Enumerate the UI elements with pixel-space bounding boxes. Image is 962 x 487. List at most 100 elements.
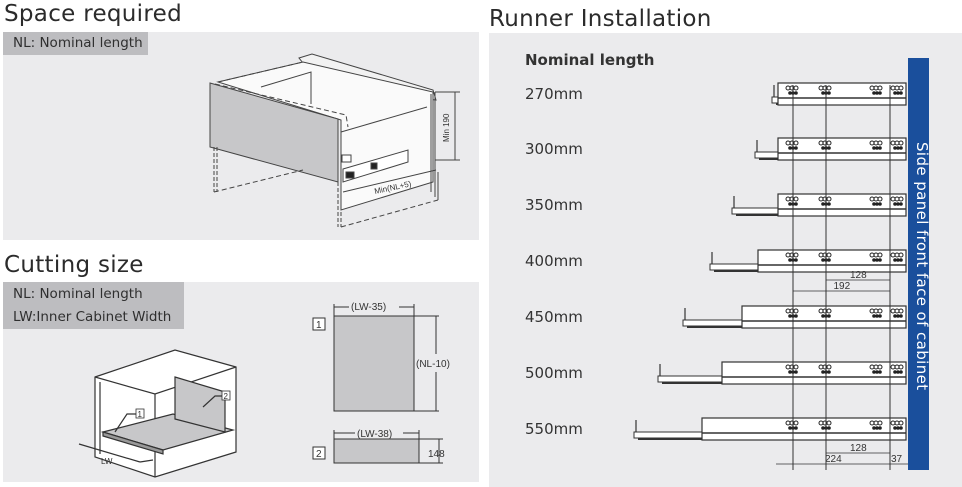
runner-hole xyxy=(873,196,879,202)
runner-extension-shadow xyxy=(776,103,778,105)
runner-hole xyxy=(875,258,879,262)
runner-extension xyxy=(633,431,703,439)
runner-hole xyxy=(893,202,897,206)
side-panel-label: Side panel front face of cabinet xyxy=(913,142,931,391)
runner-hole xyxy=(873,85,879,91)
dim-min-height: Min 190 xyxy=(442,113,451,142)
runner-hole xyxy=(794,426,798,430)
nominal-length-header: Nominal length xyxy=(525,51,655,69)
runner-hole xyxy=(793,252,799,258)
row-label-300mm: 300mm xyxy=(525,140,583,158)
runner-hole xyxy=(785,364,791,370)
runner-hole xyxy=(877,364,883,370)
runner-hole xyxy=(893,146,897,150)
runner-hole xyxy=(898,140,904,146)
runner-hole xyxy=(899,146,903,150)
runner-hole xyxy=(872,146,876,150)
drawer-space-illustration: Min 190 Min(NL+5) xyxy=(209,53,460,228)
runner-hole xyxy=(785,85,791,91)
runner-hole xyxy=(896,426,900,430)
part-marker-2: 2 xyxy=(224,392,229,401)
runner-hole xyxy=(877,420,883,426)
cutting-size-legend: NL: Nominal length LW:Inner Cabinet Widt… xyxy=(3,282,184,329)
runner-hole xyxy=(898,252,904,258)
runner-hole xyxy=(827,426,831,430)
runner-hole xyxy=(788,146,792,150)
runner-hole xyxy=(893,426,897,430)
runner-hole xyxy=(890,308,896,314)
runner-hole xyxy=(878,91,882,95)
legend-inner-cabinet-width: LW:Inner Cabinet Width xyxy=(13,309,172,325)
runner-hole xyxy=(896,370,900,374)
cabinet-cutting-illustration: 1 2 LW 1 (LW-35) (NL-10) 2 (LW-38) 148 xyxy=(78,302,450,478)
runner-hole xyxy=(785,420,791,426)
runner-hole xyxy=(827,370,831,374)
runner-hole xyxy=(821,146,825,150)
runner-hole xyxy=(878,370,882,374)
runner-hole xyxy=(875,370,879,374)
row-label-350mm: 350mm xyxy=(525,196,583,214)
runner-hole xyxy=(821,91,825,95)
space-required-title: Space required xyxy=(4,1,182,27)
runner-hole xyxy=(878,314,882,318)
runner-hole xyxy=(872,258,876,262)
runner-hole xyxy=(898,196,904,202)
runner-hole xyxy=(877,85,883,91)
row-label-400mm: 400mm xyxy=(525,252,583,270)
runner-hole xyxy=(893,91,897,95)
runner-hole xyxy=(818,308,824,314)
runner-hole xyxy=(877,308,883,314)
runner-hole xyxy=(873,140,879,146)
runner-hole xyxy=(785,140,791,146)
runner-body xyxy=(721,361,907,385)
runner-hole xyxy=(788,426,792,430)
runner-hole xyxy=(875,91,879,95)
runner-hole xyxy=(893,258,897,262)
runner-hole xyxy=(821,258,825,262)
runner-hole xyxy=(788,314,792,318)
runner-hole xyxy=(873,252,879,258)
runner-hole xyxy=(890,364,896,370)
runner-hole xyxy=(821,202,825,206)
runner-hole xyxy=(794,91,798,95)
dim-550-224-label: 224 xyxy=(825,454,842,465)
runner-hole xyxy=(793,196,799,202)
runner-hole xyxy=(826,196,832,202)
runner-hole xyxy=(890,252,896,258)
runner-hole xyxy=(827,258,831,262)
runner-hole xyxy=(872,202,876,206)
runner-extension xyxy=(771,96,779,104)
runner-hole xyxy=(878,426,882,430)
runner-hole xyxy=(821,370,825,374)
runner-hole xyxy=(788,370,792,374)
runner-hole xyxy=(896,314,900,318)
runner-extension-shadow xyxy=(759,158,778,160)
runner-hole xyxy=(899,202,903,206)
legend-nominal-length: NL: Nominal length xyxy=(13,286,143,302)
runner-hole xyxy=(818,364,824,370)
runner-hole xyxy=(899,314,903,318)
runner-hole xyxy=(878,202,882,206)
runner-hole xyxy=(875,202,879,206)
runner-hole xyxy=(898,364,904,370)
runner-hole xyxy=(869,196,875,202)
runner-hole xyxy=(821,314,825,318)
runner-hole xyxy=(894,364,900,370)
runner-hole xyxy=(794,258,798,262)
dim-550-37-label: 37 xyxy=(891,454,903,465)
runner-installation-title: Runner Installation xyxy=(489,6,712,32)
runner-hole xyxy=(894,140,900,146)
runner-hole xyxy=(818,252,824,258)
runner-hole xyxy=(893,314,897,318)
runner-body xyxy=(701,417,907,441)
runner-hole xyxy=(896,146,900,150)
runner-hole xyxy=(826,85,832,91)
runner-hole xyxy=(793,85,799,91)
cutting-size-panel: NL: Nominal length LW:Inner Cabinet Widt… xyxy=(3,282,479,482)
runner-hole xyxy=(894,85,900,91)
row-label-450mm: 450mm xyxy=(525,308,583,326)
runner-hole xyxy=(890,420,896,426)
runner-hole xyxy=(785,308,791,314)
runner-hole xyxy=(875,146,879,150)
